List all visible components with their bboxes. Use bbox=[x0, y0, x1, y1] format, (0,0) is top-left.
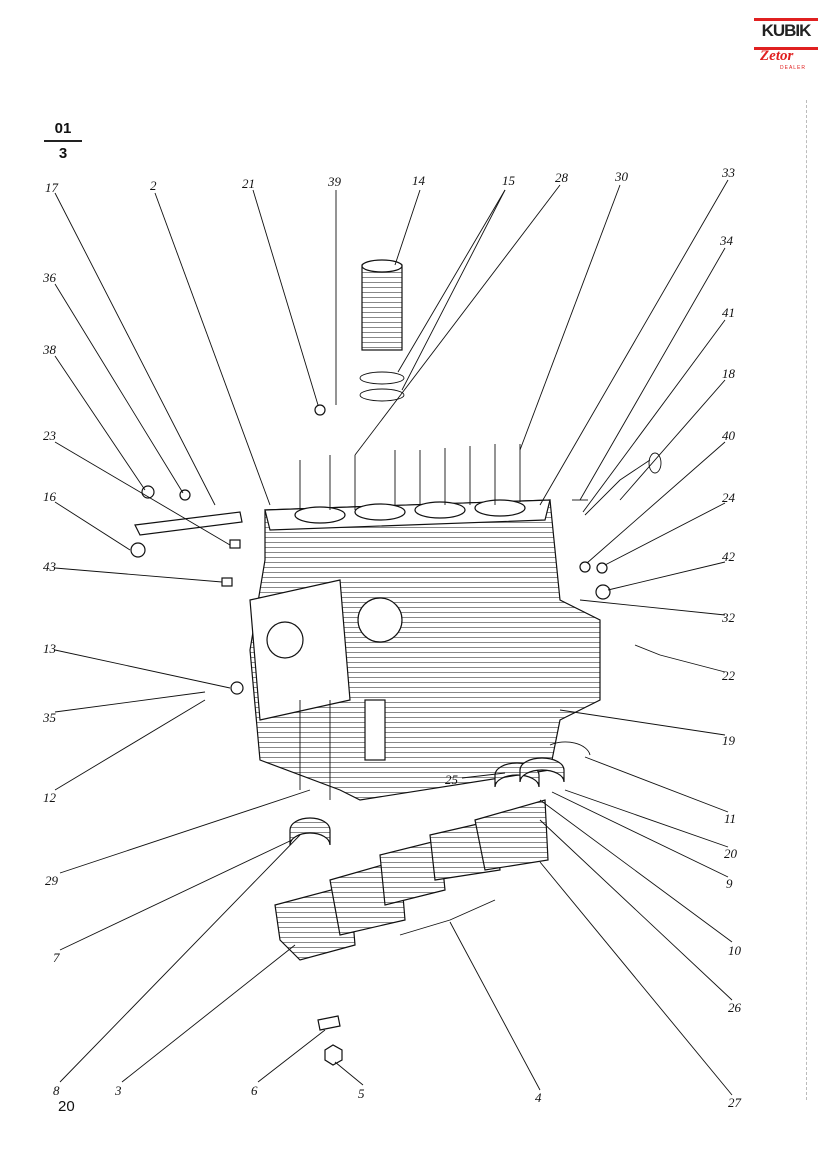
page-edge bbox=[806, 100, 808, 1100]
fraction-bar bbox=[44, 140, 82, 142]
callout-32: 32 bbox=[721, 610, 736, 625]
callout-22: 22 bbox=[722, 668, 736, 683]
callout-11: 11 bbox=[724, 811, 736, 826]
callout-35: 35 bbox=[42, 710, 57, 725]
callout-9: 9 bbox=[726, 876, 733, 891]
section-number: 01 3 bbox=[44, 120, 82, 162]
figure-number: 3 bbox=[58, 145, 68, 162]
callout-6: 6 bbox=[251, 1083, 258, 1098]
callout-7: 7 bbox=[53, 950, 60, 965]
callout-34: 34 bbox=[719, 233, 734, 248]
callout-36: 36 bbox=[42, 270, 57, 285]
callout-12: 12 bbox=[43, 790, 57, 805]
logo-brand: KUBIK bbox=[761, 21, 812, 40]
callout-25: 25 bbox=[445, 772, 459, 787]
callout-38: 38 bbox=[42, 342, 57, 357]
callout-5: 5 bbox=[358, 1086, 365, 1101]
callout-labels: 17 2 21 39 14 15 28 30 33 34 41 18 40 24… bbox=[42, 165, 742, 1110]
callout-4: 4 bbox=[535, 1090, 542, 1105]
callout-33: 33 bbox=[721, 165, 736, 180]
cylinder-block bbox=[249, 444, 601, 801]
callout-13: 13 bbox=[43, 641, 57, 656]
callout-43: 43 bbox=[43, 559, 57, 574]
callout-18: 18 bbox=[722, 366, 736, 381]
callout-17: 17 bbox=[45, 180, 59, 195]
callout-29: 29 bbox=[45, 873, 59, 888]
callout-15: 15 bbox=[502, 173, 516, 188]
callout-20: 20 bbox=[724, 846, 738, 861]
callout-39: 39 bbox=[327, 174, 342, 189]
callout-14: 14 bbox=[412, 173, 426, 188]
callout-10: 10 bbox=[728, 943, 742, 958]
callout-40: 40 bbox=[722, 428, 736, 443]
callout-16: 16 bbox=[43, 489, 57, 504]
callout-30: 30 bbox=[614, 169, 629, 184]
small-parts bbox=[130, 404, 662, 1066]
leader-lines bbox=[54, 179, 733, 1096]
kubik-zetor-logo: KUBIK Zetor DEALER bbox=[752, 14, 822, 71]
callout-3: 3 bbox=[114, 1083, 122, 1098]
callout-42: 42 bbox=[722, 549, 736, 564]
cylinder-liner bbox=[359, 259, 405, 402]
callout-26: 26 bbox=[728, 1000, 742, 1015]
logo-sub: Zetor bbox=[760, 48, 794, 64]
callout-21: 21 bbox=[242, 176, 255, 191]
callout-23: 23 bbox=[43, 428, 57, 443]
callout-24: 24 bbox=[722, 490, 736, 505]
callout-41: 41 bbox=[722, 305, 735, 320]
logo-tag: DEALER bbox=[780, 65, 807, 71]
callout-19: 19 bbox=[722, 733, 736, 748]
callout-27: 27 bbox=[728, 1095, 742, 1110]
callout-28: 28 bbox=[555, 170, 569, 185]
group-number: 01 bbox=[54, 120, 72, 137]
callout-8: 8 bbox=[53, 1083, 60, 1098]
callout-2: 2 bbox=[150, 178, 157, 193]
page-number: 20 bbox=[58, 1098, 75, 1115]
